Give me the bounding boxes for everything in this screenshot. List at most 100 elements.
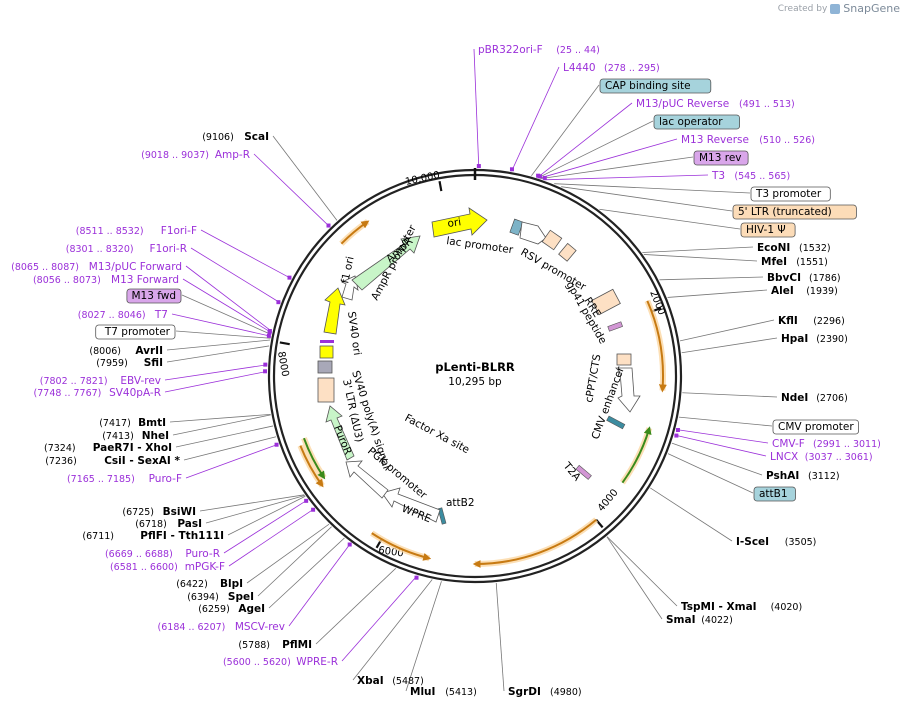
feature-tag-t3-promoter: T3 promoter xyxy=(750,186,831,202)
leader-line xyxy=(599,208,741,230)
leader-line xyxy=(268,537,345,609)
tick-mark xyxy=(279,341,290,346)
leader-line xyxy=(164,370,268,393)
primer-position: (2991 .. 3011) xyxy=(813,439,881,450)
feature-tag-cmv-promoter: CMV promoter xyxy=(772,419,859,435)
primer-site-mark xyxy=(326,223,331,228)
enzyme-position: (3505) xyxy=(785,537,817,548)
leader-line xyxy=(540,156,694,179)
grey-box xyxy=(317,360,333,374)
feature-tag-t7-promoter: T7 promoter xyxy=(95,324,176,340)
leader-line xyxy=(650,487,733,542)
enzyme-site-pflfi-tth111i: PflFI - Tth111I(6711) xyxy=(82,530,224,542)
primer-position: (510 .. 526) xyxy=(759,135,815,146)
credit-brand: SnapGene xyxy=(843,2,900,15)
enzyme-site-ndei: NdeI(2706) xyxy=(781,392,848,404)
primer-position: (3037 .. 3061) xyxy=(805,452,873,463)
primer-name: L4440 xyxy=(563,62,596,74)
primer-f1ori-f: F1ori-F(8511 .. 8532) xyxy=(76,225,197,237)
primer-name: LNCX xyxy=(770,451,798,463)
feature-label-factor-xa: Factor Xa site xyxy=(403,412,472,456)
leader-line xyxy=(352,579,433,681)
enzyme-site-xbai: XbaI(5487) xyxy=(357,675,424,687)
orf-arc-blrr-halo xyxy=(474,517,599,568)
enzyme-site-sfii: SfiI(7959) xyxy=(96,357,163,369)
primer-position: (7802 .. 7821) xyxy=(40,376,108,387)
feature-tag-text: attB1 xyxy=(759,488,788,500)
enzyme-position: (7417) xyxy=(99,418,131,429)
enzyme-site-spei: SpeI(6394) xyxy=(187,591,254,603)
enzyme-name: PflFI - Tth111I xyxy=(140,530,224,542)
primer-sv40pa-r: SV40pA-R(7748 .. 7767) xyxy=(34,387,161,399)
enzyme-position: (2390) xyxy=(816,334,848,345)
leader-line xyxy=(675,429,769,444)
primer-lncx: LNCX (3037 .. 3061) xyxy=(770,451,873,463)
leader-line xyxy=(288,542,352,627)
enzyme-site-smai: SmaI (4022) xyxy=(666,614,733,626)
primer-position: (6184 .. 6207) xyxy=(158,622,226,633)
primer-name: CMV-F xyxy=(772,438,805,450)
leader-line xyxy=(606,536,663,620)
enzyme-position: (1551) xyxy=(796,257,828,268)
enzyme-site-blpi: BlpI(6422) xyxy=(176,578,243,590)
leader-line xyxy=(682,392,778,398)
leader-line xyxy=(667,453,754,494)
outer-labels: pBR322ori-F(25 .. 44) L4440(278 .. 295) CA… xyxy=(11,44,881,698)
primer-position: (9018 .. 9037) xyxy=(141,150,209,161)
leader-line xyxy=(531,84,600,177)
primer-position: (8065 .. 8087) xyxy=(11,262,79,273)
leader-line xyxy=(172,414,271,436)
sv40-ori-box xyxy=(319,345,334,359)
primer-wpre-r: WPRE-R(5600 .. 5620) xyxy=(223,656,338,668)
enzyme-position: (4022) xyxy=(701,615,733,626)
enzyme-name: ScaI xyxy=(244,131,269,143)
feature-tag-cap-binding-site: CAP binding site xyxy=(599,78,712,94)
leader-line xyxy=(164,364,268,381)
ltr3-box xyxy=(317,377,335,403)
leader-line xyxy=(495,582,505,692)
feature-tag-5-ltr-truncated: 5' LTR (truncated) xyxy=(732,204,857,220)
primer-name: T3 xyxy=(711,170,725,182)
primer-name: Amp-R xyxy=(215,149,250,161)
ltr-box xyxy=(558,242,577,262)
enzyme-name: BbvCI xyxy=(767,272,801,284)
plasmid-length: 10,295 bp xyxy=(448,376,502,388)
primer-position: (5600 .. 5620) xyxy=(223,657,291,668)
leader-line xyxy=(606,536,678,607)
enzyme-position: (9106) xyxy=(202,132,234,143)
leader-line xyxy=(246,523,330,584)
feature-tag-box xyxy=(732,204,857,220)
enzyme-position: (1532) xyxy=(799,243,831,254)
leader-line xyxy=(171,313,271,337)
leader-line xyxy=(659,276,764,281)
primer-name: EBV-rev xyxy=(120,375,161,387)
enzyme-position: (4980) xyxy=(550,687,582,698)
feature-tag-box xyxy=(126,288,182,304)
feature-tag-text: CMV promoter xyxy=(778,421,854,433)
primer-mscv-rev: MSCV-rev(6184 .. 6207) xyxy=(158,621,285,633)
feature-label-t2a: T2A xyxy=(560,459,583,484)
primer-site-mark xyxy=(509,167,514,172)
leader-lines xyxy=(164,48,778,692)
snapgene-credit: Created by SnapGene xyxy=(778,2,900,15)
primer-ebv-rev: EBV-rev (7802 .. 7821) xyxy=(40,375,161,387)
primer-l4440: L4440(278 .. 295) xyxy=(563,62,660,74)
primer-name: T7 xyxy=(154,309,168,321)
primer-position: (8301 .. 8320) xyxy=(66,244,134,255)
enzyme-name: XbaI xyxy=(357,675,384,687)
enzyme-site-mfei: MfeI(1551) xyxy=(761,256,828,268)
primer-position: (7165 .. 7185) xyxy=(67,474,135,485)
orf-arc-gp41 xyxy=(646,300,667,393)
leader-line xyxy=(205,495,305,524)
leader-line xyxy=(253,153,331,228)
enzyme-name: EcoNI xyxy=(757,242,790,254)
primer-name: M13/pUC Reverse xyxy=(636,98,729,110)
enzyme-name: HpaI xyxy=(781,333,808,345)
primer-pbr322ori-f: pBR322ori-F(25 .. 44) xyxy=(478,44,600,56)
tick-mark xyxy=(595,519,604,529)
enzyme-site-pasi: PasI(6718) xyxy=(135,518,202,530)
feature-tag-box xyxy=(599,78,712,94)
enzyme-name: SmaI xyxy=(666,614,696,626)
t7-glyph xyxy=(320,340,334,343)
